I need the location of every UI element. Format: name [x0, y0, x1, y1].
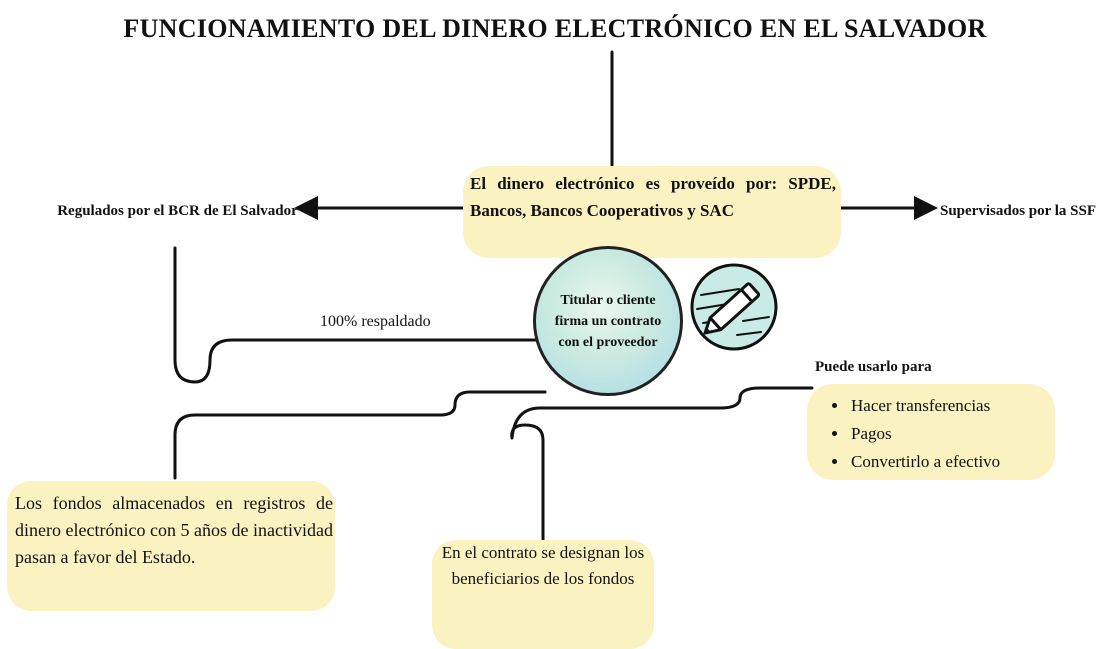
line-to-uses [510, 386, 814, 542]
respaldado-label: 100% respaldado [320, 313, 431, 330]
use-item: Hacer transferencias [849, 392, 1055, 420]
uses-box: Hacer transferencias Pagos Convertirlo a… [807, 384, 1055, 480]
contrato-box [432, 540, 654, 649]
provider-box [463, 166, 841, 258]
page-title: FUNCIONAMIENTO DEL DINERO ELECTRÓNICO EN… [123, 14, 987, 43]
uses-list: Hacer transferencias Pagos Convertirlo a… [807, 384, 1055, 476]
use-item: Pagos [849, 420, 1055, 448]
center-circle-text: Titular o cliente firma un contrato con … [554, 292, 662, 350]
fondos-text: Los fondos almacenados en registros de d… [15, 493, 333, 567]
provider-text: El dinero electrónico es proveído por: S… [470, 174, 836, 220]
line-regulados-to-circle [173, 246, 537, 384]
line-circle-to-fondos [173, 390, 547, 480]
regulados-label: Regulados por el BCR de El Salvador [57, 203, 298, 219]
supervisados-label: Supervisados por la SSF [940, 203, 1097, 219]
pencil-icon [690, 263, 778, 351]
use-item: Convertirlo a efectivo [849, 448, 1055, 476]
center-circle: Titular o cliente firma un contrato con … [533, 246, 683, 396]
puede-usarlo-label: Puede usarlo para [815, 359, 932, 375]
fondos-box [7, 481, 335, 611]
contrato-text: En el contrato se designan los beneficia… [441, 543, 645, 588]
